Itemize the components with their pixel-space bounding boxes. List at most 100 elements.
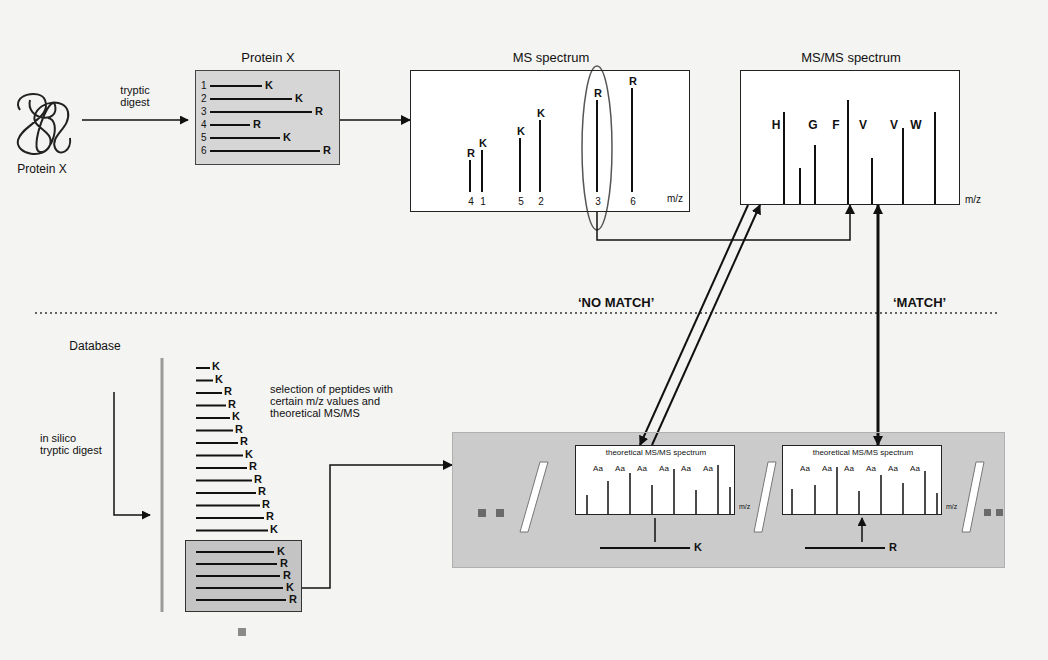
box-fill <box>740 70 960 205</box>
cleavage-residue: R <box>253 118 261 130</box>
database-label: Database <box>69 340 120 353</box>
peptide-number: 2 <box>201 93 207 104</box>
box-fill <box>782 445 942 515</box>
residue-label: H <box>772 119 781 132</box>
cleavage-residue: R <box>289 593 297 605</box>
box-title: MS spectrum <box>513 51 590 65</box>
axis-label: m/z <box>667 193 683 204</box>
cleavage-residue: K <box>245 448 253 460</box>
peptide-line <box>210 86 320 151</box>
residue-label: W <box>910 119 921 132</box>
database-bar <box>161 358 164 612</box>
cleavage-residue: K <box>694 541 702 553</box>
spectrum-peak <box>470 88 632 192</box>
cleavage-residue: R <box>228 398 236 410</box>
residue-label: V <box>859 119 867 132</box>
edge-label: selection of peptides with certain m/z v… <box>270 383 404 419</box>
residue-placeholder: Aa <box>615 465 625 474</box>
arrow-label: tryptic digest <box>108 84 163 108</box>
peptide-line <box>600 547 885 549</box>
arrow-label: in silico tryptic digest <box>40 432 104 456</box>
match-label: ‘MATCH’ <box>893 296 946 310</box>
peptide-number: 4 <box>201 119 207 130</box>
residue-placeholder: Aa <box>637 465 647 474</box>
axis-label: m/z <box>946 503 957 511</box>
connector-arrow <box>302 465 452 588</box>
cleavage-residue: R <box>889 541 897 553</box>
cleavage-residue: K <box>215 373 223 385</box>
connector-arrow <box>652 205 760 445</box>
marker-square <box>238 628 246 636</box>
residue-placeholder: Aa <box>910 465 920 474</box>
peak-label: R <box>467 147 475 159</box>
spectrum-peak <box>587 465 937 515</box>
peptide-number: 6 <box>201 145 207 156</box>
spectrum-box: MS/MS spectrumHGFVVWm/z <box>740 70 960 205</box>
box-fill <box>195 70 340 165</box>
residue-placeholder: Aa <box>888 465 898 474</box>
peptide-number: 5 <box>201 132 207 143</box>
box-title: theoretical MS/MS spectrum <box>813 449 913 458</box>
peak-label: K <box>537 107 545 119</box>
cleavage-residue: R <box>254 473 262 485</box>
cleavage-residue: R <box>323 144 331 156</box>
residue-placeholder: Aa <box>800 465 810 474</box>
peak-label: K <box>479 137 487 149</box>
cleavage-residue: K <box>265 79 273 91</box>
axis-label: m/z <box>739 503 750 511</box>
cleavage-residue: R <box>240 435 248 447</box>
cleavage-residue: R <box>224 385 232 397</box>
residue-placeholder: Aa <box>703 465 713 474</box>
cleavage-residue: R <box>280 557 288 569</box>
peak-label: K <box>517 125 525 137</box>
cleavage-residue: R <box>235 423 243 435</box>
axis-label: m/z <box>965 194 981 205</box>
cleavage-residue: K <box>283 131 291 143</box>
peptide-number: 1 <box>201 80 207 91</box>
cleavage-residue: K <box>295 92 303 104</box>
selection-ellipse <box>582 66 612 230</box>
peak-number: 5 <box>518 196 524 207</box>
theoretical-spectrum-box: theoretical MS/MS spectrumAaAaAaAaAaAam/… <box>575 445 735 515</box>
match-label: ‘NO MATCH’ <box>578 296 654 310</box>
connector-arrow <box>597 205 850 240</box>
peak-label: R <box>629 75 637 87</box>
cleavage-residue: R <box>315 105 323 117</box>
protein-label: Protein X <box>17 163 66 176</box>
peak-number: 3 <box>595 196 601 207</box>
peak-number: 1 <box>480 196 486 207</box>
candidate-band: KRtheoretical MS/MS spectrumAaAaAaAaAaAa… <box>452 432 1005 568</box>
box-title: Protein X <box>241 51 294 65</box>
process-arrow <box>114 392 150 515</box>
cleavage-residue: R <box>258 485 266 497</box>
spectrum-peak <box>784 100 935 205</box>
residue-placeholder: Aa <box>844 465 854 474</box>
digest-box: Protein X1K2K3R4R5K6R <box>195 70 340 165</box>
box-title: theoretical MS/MS spectrum <box>606 449 706 458</box>
residue-placeholder: Aa <box>866 465 876 474</box>
box-fill <box>410 70 690 212</box>
pointer-arrow <box>655 518 862 542</box>
box-fill <box>575 445 735 515</box>
residue-placeholder: Aa <box>659 465 669 474</box>
cleavage-residue: K <box>212 360 220 372</box>
cleavage-residue: K <box>270 523 278 535</box>
separator-slash <box>520 462 984 532</box>
peptide-number: 3 <box>201 106 207 117</box>
residue-placeholder: Aa <box>822 465 832 474</box>
connector-arrow <box>877 205 880 445</box>
divider-line <box>35 312 1000 314</box>
peak-number: 4 <box>468 196 474 207</box>
spectrum-box: MS spectrumRKKKRR415236m/z <box>410 70 690 212</box>
residue-placeholder: Aa <box>593 465 603 474</box>
process-arrow <box>82 119 188 121</box>
box-title: MS/MS spectrum <box>801 51 901 65</box>
band-fill <box>452 432 1005 568</box>
cleavage-residue: K <box>286 581 294 593</box>
peak-number: 2 <box>538 196 544 207</box>
protein-coil <box>18 94 70 154</box>
cleavage-residue: R <box>249 460 257 472</box>
selection-box: KRRKR <box>185 540 302 612</box>
